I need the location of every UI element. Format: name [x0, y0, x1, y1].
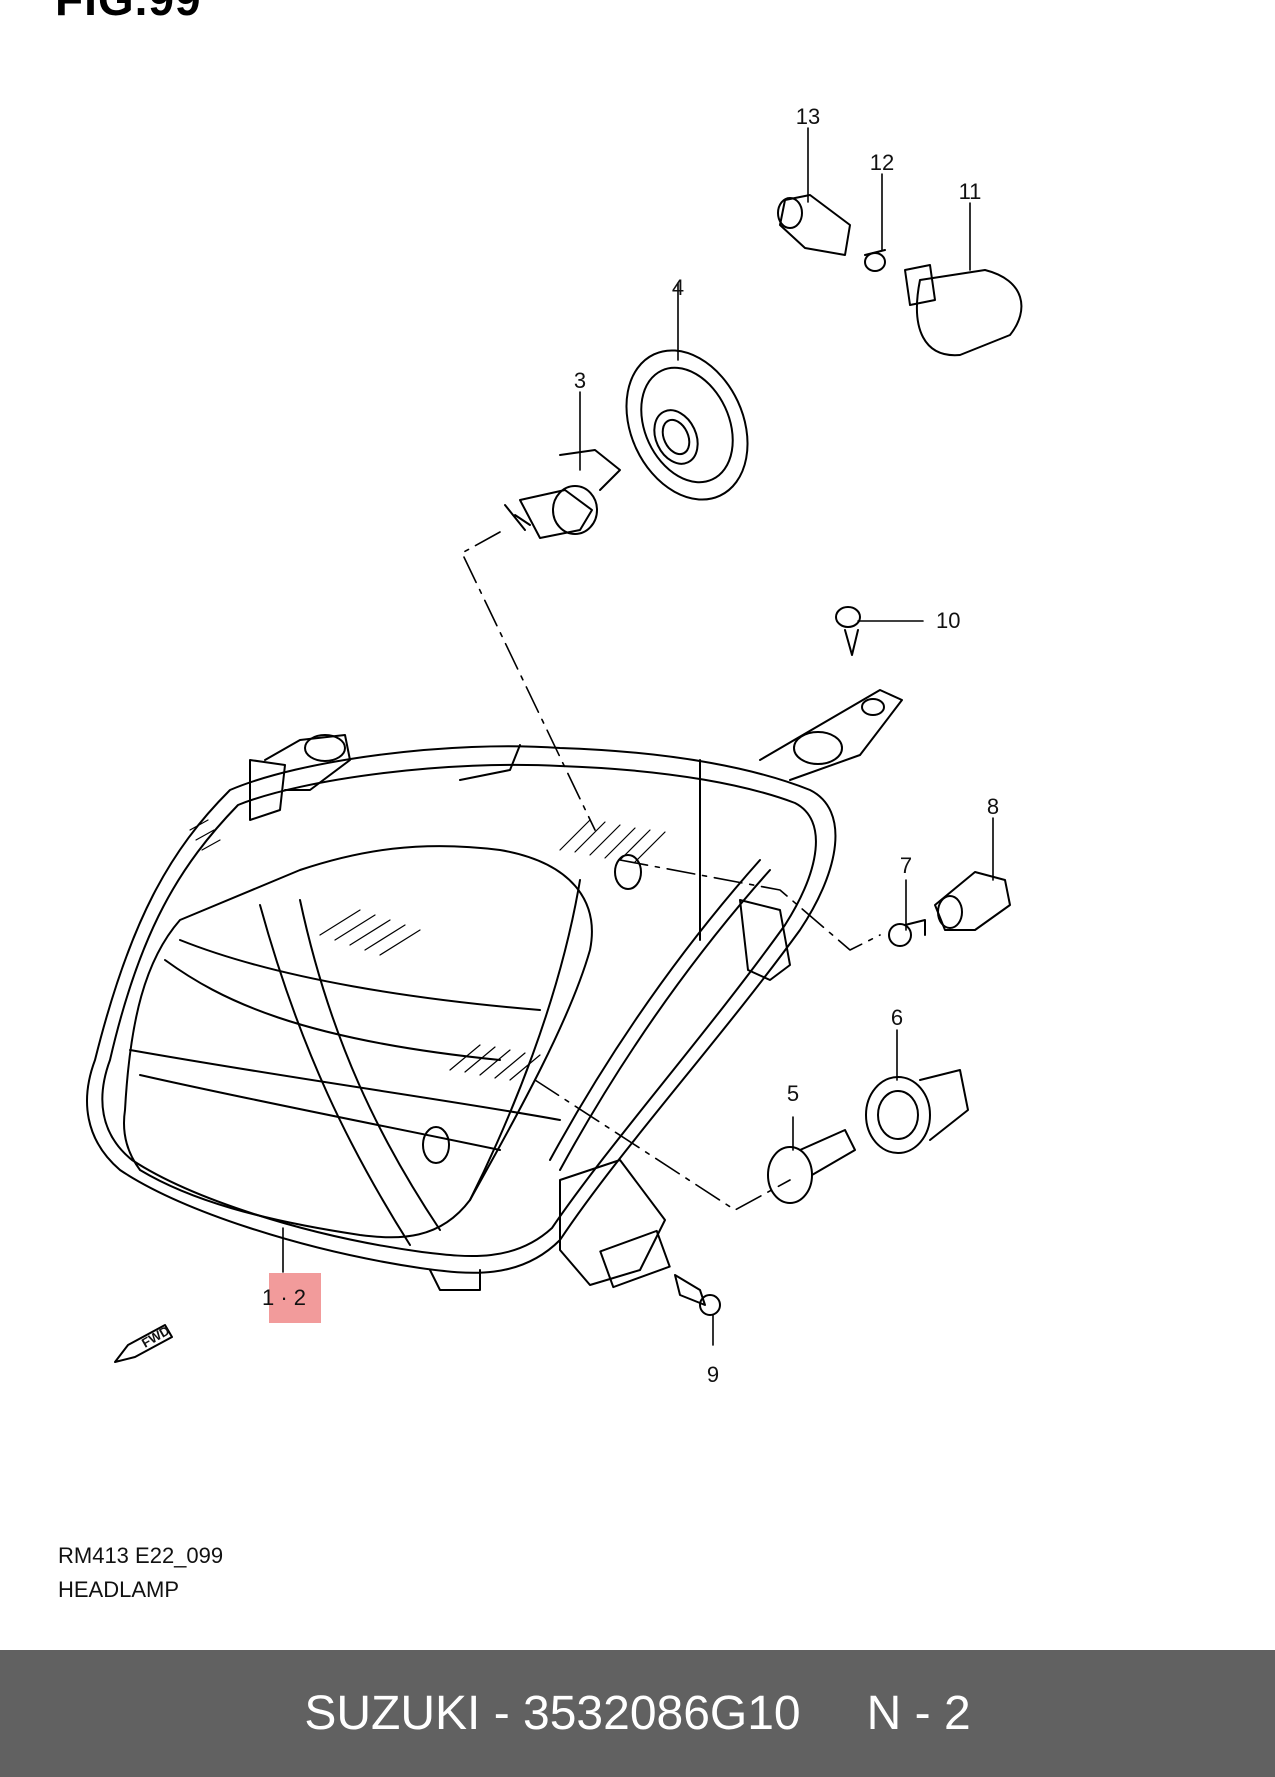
callout-4: 4	[672, 275, 684, 300]
part-9-screw	[674, 1274, 721, 1316]
part-4-cap	[625, 349, 749, 501]
callout-6: 6	[891, 1005, 903, 1030]
fwd-arrow	[114, 1324, 173, 1363]
dash-dot-lines	[461, 531, 881, 1211]
part-5-bulb	[767, 1129, 856, 1204]
callout-5: 5	[787, 1081, 799, 1106]
part-7-bulb	[888, 919, 926, 947]
figure-title: FIG.99	[55, 0, 202, 26]
part-12-bulb	[864, 249, 886, 272]
part-13-socket	[777, 194, 851, 256]
part-3-bulb	[504, 449, 621, 539]
headlamp-assembly	[86, 689, 903, 1291]
part-6-socket	[865, 1069, 969, 1154]
highlight-box	[269, 1273, 321, 1323]
leader-lines	[282, 127, 994, 1346]
callout-13: 13	[796, 104, 820, 129]
callout-9: 9	[707, 1362, 719, 1387]
quantity: N - 2	[866, 1687, 971, 1740]
footer-bar: SUZUKI - 3532086G10 N - 2	[0, 1650, 1275, 1777]
part-10-clip	[835, 606, 861, 656]
callout-10: 10	[936, 608, 960, 633]
callout-8: 8	[987, 794, 999, 819]
headlamp-exploded-diagram: 13 12 11 4 3 10 8 7 6 5 9 FWD	[86, 104, 1023, 1387]
callout-11: 11	[959, 179, 982, 204]
callout-1-2: 1 · 2	[262, 1285, 307, 1310]
callout-3: 3	[574, 368, 586, 393]
reference-code: RM413 E22_099	[58, 1543, 224, 1568]
part-number: SUZUKI - 3532086G10	[304, 1687, 801, 1740]
part-11-side-marker	[904, 264, 1023, 357]
part-8-socket	[934, 871, 1011, 931]
reference-name: HEADLAMP	[58, 1577, 180, 1602]
callout-7: 7	[900, 853, 912, 878]
callout-12: 12	[870, 150, 894, 175]
